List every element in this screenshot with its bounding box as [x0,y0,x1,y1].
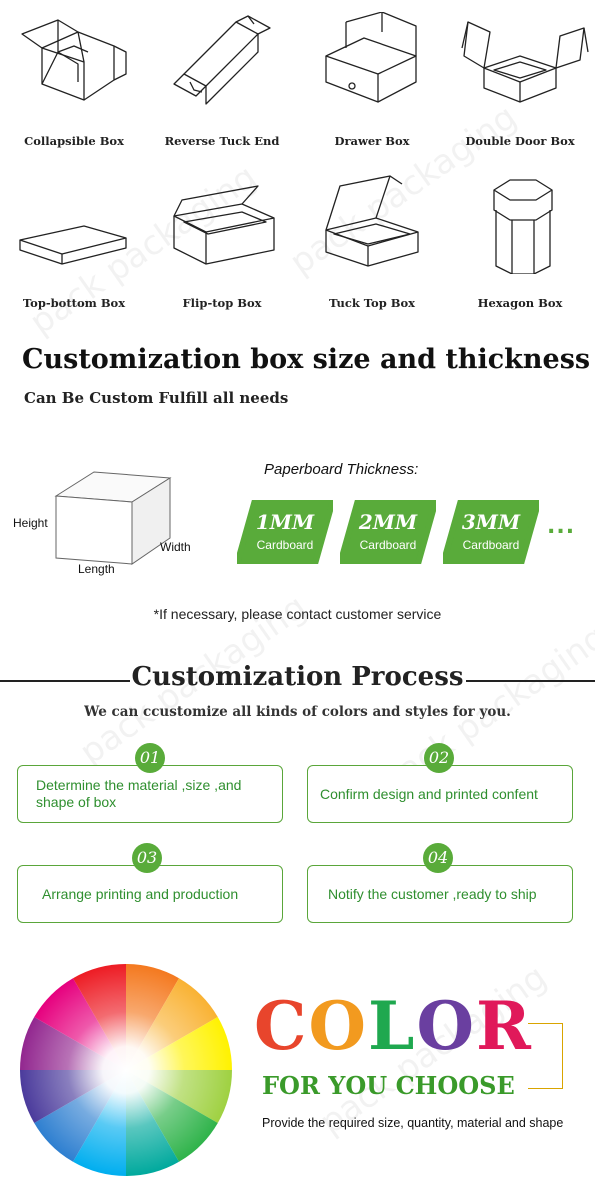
color-letter-o: O [308,987,369,1065]
length-label: Length [78,562,115,576]
thickness-option-2mm: 2MM Cardboard [340,500,436,564]
collapsible-box-icon [21,19,127,101]
thickness-material: Cardboard [359,538,417,552]
box-style-top-bottom: Top-bottom Box [0,162,148,322]
thickness-value: 1MM [255,510,315,534]
color-letter-r: R [475,987,533,1065]
box-style-label: Double Door Box [465,134,575,148]
double-door-box-icon [461,21,589,103]
color-heading: COLOR [254,990,533,1062]
process-step-2: Confirm design and printed confent [307,765,573,823]
process-step-4: Notify the customer ,ready to ship [307,865,573,923]
box-style-label: Reverse Tuck End [164,134,280,148]
step-text: Notify the customer ,ready to ship [328,885,537,902]
step-number-badge: 04 [423,843,453,873]
tuck-top-box-icon [325,175,419,267]
thickness-more: ... [547,514,576,539]
box-style-label: Drawer Box [334,134,410,148]
width-label: Width [160,540,191,554]
contact-note: *If necessary, please contact customer s… [153,606,442,622]
box-style-label: Top-bottom Box [22,296,126,310]
thickness-option-3mm: 3MM Cardboard [443,500,539,564]
step-number-badge: 03 [132,843,162,873]
divider-line [0,680,130,682]
box-style-reverse-tuck-end: Reverse Tuck End [148,0,296,160]
step-text: Arrange printing and production [42,885,239,902]
section-title: Customization box size and thickness [22,344,591,375]
thickness-value: 3MM [461,510,521,534]
thickness-material: Cardboard [256,538,314,552]
reverse-tuck-end-icon [173,15,271,105]
step-text: Confirm design and printed confent [320,785,538,802]
flip-top-box-icon [173,185,275,265]
dimension-box-icon [54,471,172,565]
step-number-badge: 02 [424,743,454,773]
process-step-1: Determine the material ,size ,and shape … [17,765,283,823]
box-style-label: Collapsible Box [24,134,124,148]
process-step-3: Arrange printing and production [17,865,283,923]
color-letter-l: L [368,987,417,1065]
height-label: Height [13,516,48,530]
section-subtitle: Can Be Custom Fulfill all needs [24,389,289,407]
step-number-badge: 01 [135,743,165,773]
box-style-flip-top: Flip-top Box [148,162,296,322]
gold-bracket [528,1023,563,1089]
process-subtitle: We can ccustomize all kinds of colors an… [84,704,511,720]
box-style-label: Flip-top Box [182,296,262,310]
color-letter-c: C [254,987,309,1065]
color-letter-o2: O [416,987,476,1065]
drawer-box-icon [325,12,417,103]
box-style-collapsible: Collapsible Box [0,0,148,160]
top-bottom-box-icon [19,225,127,265]
box-style-double-door: Double Door Box [446,0,594,160]
box-style-drawer: Drawer Box [298,0,446,160]
box-style-label: Tuck Top Box [328,296,416,310]
color-description: Provide the required size, quantity, mat… [262,1116,564,1130]
thickness-material: Cardboard [462,538,520,552]
hexagon-box-icon [493,179,553,274]
step-text: Determine the material ,size ,and shape … [36,777,242,810]
box-style-hexagon: Hexagon Box [446,162,594,322]
divider-line [466,680,595,682]
process-title: Customization Process [131,662,464,692]
thickness-option-1mm: 1MM Cardboard [237,500,333,564]
thickness-value: 2MM [358,510,418,534]
color-tagline: FOR YOU CHOOSE [262,1071,515,1100]
box-style-label: Hexagon Box [477,296,563,310]
box-style-tuck-top: Tuck Top Box [298,162,446,322]
thickness-title: Paperboard Thickness: [264,461,419,478]
color-wheel-icon [20,964,232,1176]
